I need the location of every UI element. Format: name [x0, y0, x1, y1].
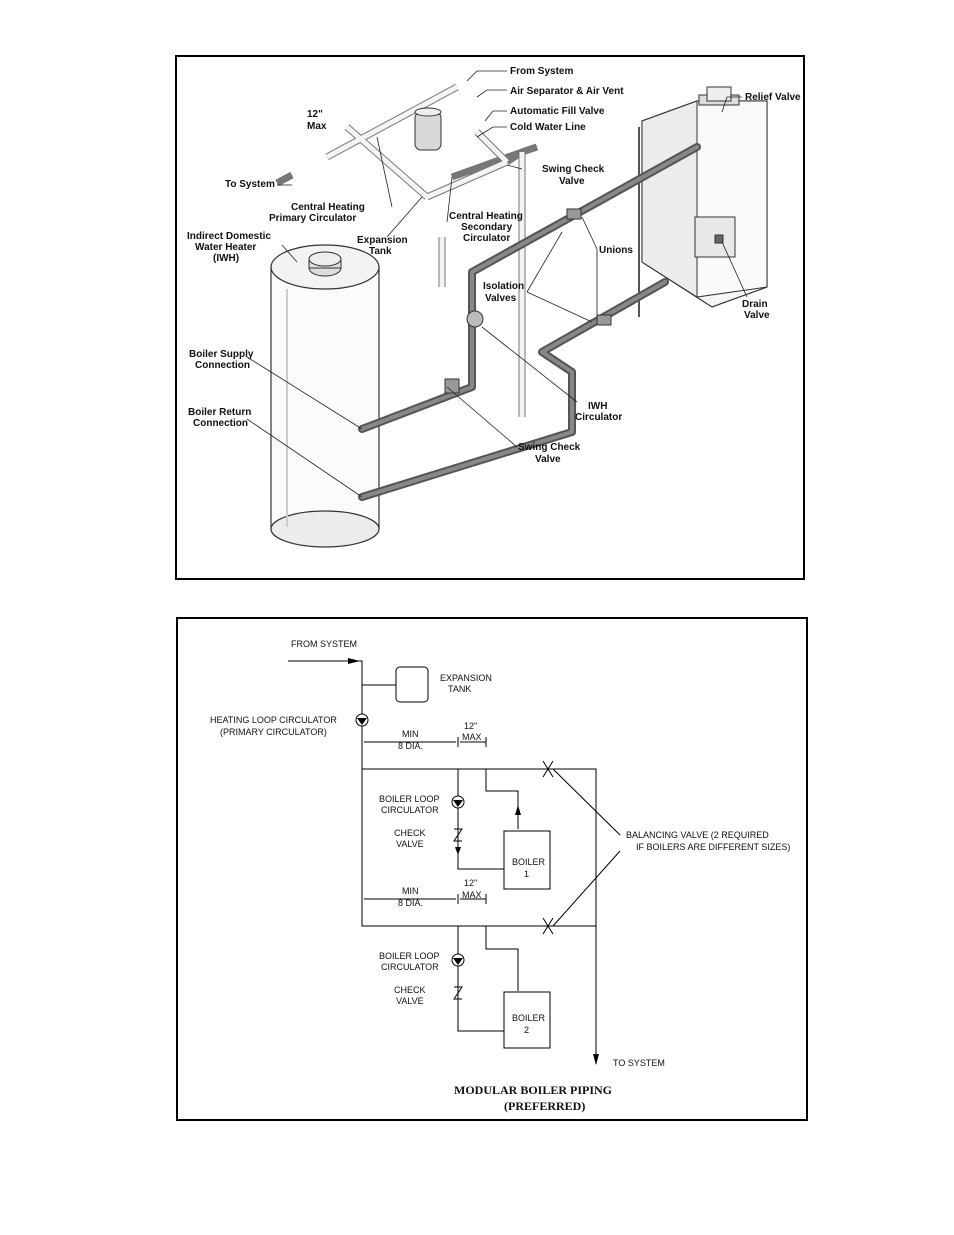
label-expansion-tank-2: TANK	[448, 684, 471, 694]
label-secondary-circulator: Central Heating	[449, 211, 523, 222]
label-primary-circulator: Central Heating	[291, 202, 365, 213]
label-isolation-valves: Isolation	[483, 281, 524, 292]
modular-boiler-piping-figure: FROM SYSTEM EXPANSION TANK HEATING LOOP …	[176, 617, 808, 1121]
label-max-lower: MAX	[462, 890, 482, 900]
system-piping	[275, 83, 539, 417]
primary-loop	[288, 658, 599, 1065]
label-max-upper: MAX	[462, 732, 482, 742]
label-8dia-lower: 8 DIA.	[398, 898, 423, 908]
iwh-piping-drawing: From System Air Separator & Air Vent Aut…	[187, 66, 801, 548]
boiler-loop-piping	[358, 143, 724, 501]
label-check-valve-1b: VALVE	[396, 839, 424, 849]
label-boiler-return-2: Connection	[193, 418, 248, 429]
label-min-lower: MIN	[402, 886, 419, 896]
label-boiler-1-num: 1	[524, 869, 529, 879]
flow-arrow-in	[348, 658, 360, 664]
flow-arrow-out	[593, 1054, 599, 1065]
label-boiler-loop-circulator-1b: CIRCULATOR	[381, 805, 439, 815]
label-boiler-loop-circulator-1: BOILER LOOP	[379, 794, 440, 804]
iwh-piping-figure: From System Air Separator & Air Vent Aut…	[175, 55, 805, 580]
label-min-upper: MIN	[402, 729, 419, 739]
label-secondary-circulator-3: Circulator	[463, 233, 510, 244]
label-cold-water-line: Cold Water Line	[510, 122, 586, 133]
label-check-valve-1: CHECK	[394, 828, 426, 838]
label-12-lower: 12"	[464, 878, 477, 888]
label-drain-valve-2: Valve	[744, 310, 770, 321]
label-swing-check-top-2: Valve	[559, 176, 585, 187]
indirect-water-heater	[270, 244, 380, 548]
label-to-system: To System	[225, 179, 275, 190]
label-balancing-valve: BALANCING VALVE (2 REQUIRED	[626, 830, 769, 840]
boiler-1-box	[503, 830, 551, 890]
drain-valve-shape	[714, 234, 724, 244]
label-isolation-valves-2: Valves	[485, 293, 517, 304]
expansion-tank-symbol	[395, 666, 429, 703]
label-swing-check-bottom-2: Valve	[535, 454, 561, 465]
label-8dia-upper: 8 DIA.	[398, 741, 423, 751]
label-from-system: From System	[510, 66, 573, 77]
label-boiler-loop-circulator-2: BOILER LOOP	[379, 951, 440, 961]
label-from-system: FROM SYSTEM	[291, 639, 357, 649]
label-boiler-return: Boiler Return	[188, 407, 251, 418]
label-relief-valve: Relief Valve	[745, 92, 801, 103]
label-drain-valve: Drain	[742, 299, 768, 310]
label-primary-circulator-2: Primary Circulator	[269, 213, 356, 224]
primary-circulator-symbol	[355, 713, 369, 727]
label-air-separator: Air Separator & Air Vent	[510, 86, 624, 97]
label-automatic-fill-valve: Automatic Fill Valve	[510, 106, 605, 117]
dimension-upper	[364, 737, 487, 747]
label-expansion-tank: Expansion	[357, 235, 408, 246]
boiler-cabinet	[638, 86, 768, 317]
label-expansion-tank: EXPANSION	[440, 673, 492, 683]
figure-subtitle: (PREFERRED)	[504, 1099, 585, 1113]
boiler2-branch	[451, 926, 551, 1049]
label-12-max-2: Max	[307, 121, 327, 132]
boiler-2-box	[503, 991, 551, 1049]
expansion-tank-shape	[414, 111, 442, 151]
label-iwh-2: Water Heater	[195, 242, 256, 253]
label-12-upper: 12"	[464, 721, 477, 731]
label-to-system: TO SYSTEM	[613, 1058, 665, 1068]
label-balancing-valve-2: IF BOILERS ARE DIFFERENT SIZES)	[636, 842, 790, 852]
iwh-circulator-shape	[466, 310, 484, 328]
label-swing-check-bottom: Swing Check	[518, 442, 581, 453]
label-check-valve-2b: VALVE	[396, 996, 424, 1006]
label-boiler-loop-circulator-2b: CIRCULATOR	[381, 962, 439, 972]
dimension-lower	[364, 894, 487, 904]
label-iwh-circulator: IWH	[588, 401, 607, 412]
label-iwh: Indirect Domestic	[187, 231, 271, 242]
label-swing-check-top: Swing Check	[542, 164, 605, 175]
label-iwh-3: (IWH)	[213, 253, 239, 264]
label-boiler-1: BOILER	[512, 857, 546, 867]
balancing-valves	[542, 760, 621, 935]
label-boiler-2-num: 2	[524, 1025, 529, 1035]
label-secondary-circulator-2: Secondary	[461, 222, 513, 233]
label-check-valve-2: CHECK	[394, 985, 426, 995]
label-boiler-supply-2: Connection	[195, 360, 250, 371]
figure-title: MODULAR BOILER PIPING	[454, 1083, 612, 1097]
label-primary-circulator: (PRIMARY CIRCULATOR)	[220, 727, 327, 737]
label-boiler-2: BOILER	[512, 1013, 546, 1023]
leader-lines	[246, 70, 748, 498]
modular-piping-schematic: FROM SYSTEM EXPANSION TANK HEATING LOOP …	[210, 639, 790, 1113]
label-iwh-circulator-2: Circulator	[575, 412, 622, 423]
label-expansion-tank-2: Tank	[369, 246, 392, 257]
boiler1-branch	[451, 769, 551, 890]
label-boiler-supply: Boiler Supply	[189, 349, 254, 360]
label-unions: Unions	[599, 245, 633, 256]
label-12-max: 12"	[307, 109, 323, 120]
label-heating-loop-circulator: HEATING LOOP CIRCULATOR	[210, 715, 337, 725]
